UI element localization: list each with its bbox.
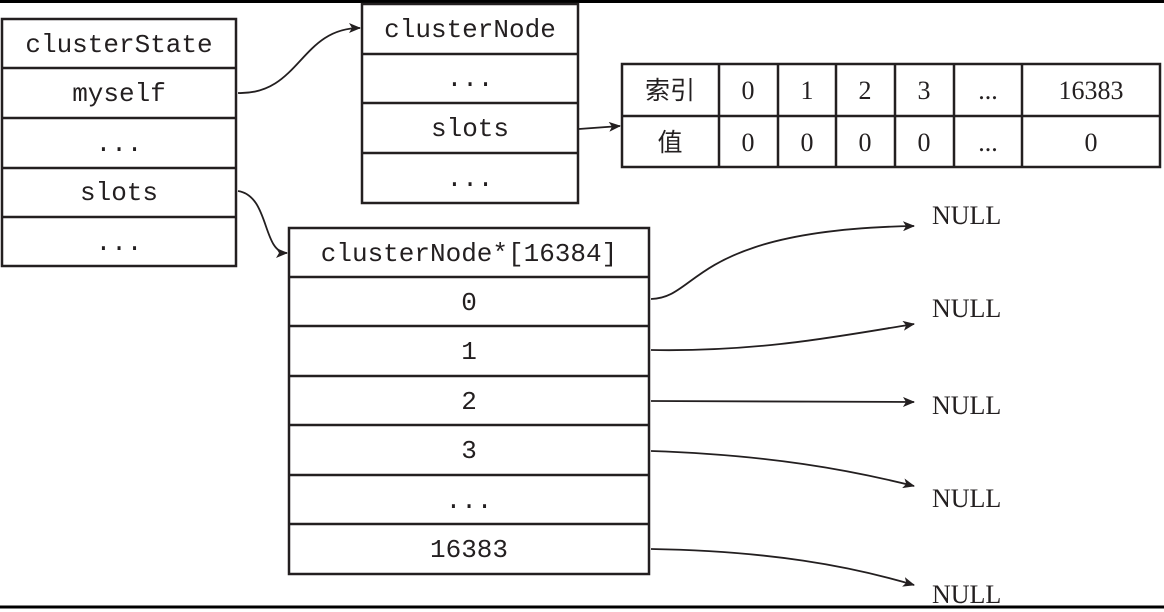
pointer-arrows [237, 23, 915, 587]
slots-pointer-array: clusterNode*[16384] 0 1 2 3 ... 16383 [287, 226, 651, 576]
cluster-state-field-ellipsis-2: ... [96, 228, 143, 258]
cluster-node-field-ellipsis: ... [447, 64, 494, 94]
null-label: NULL [932, 580, 1001, 609]
bitmap-value-cell: 0 [918, 128, 931, 157]
bitmap-value-cell: 0 [1085, 128, 1098, 157]
bitmap-index-cell: ... [978, 76, 998, 105]
slots-array-entry: 0 [461, 288, 477, 318]
cluster-node-field-slots: slots [431, 114, 509, 144]
null-label: NULL [932, 391, 1001, 420]
slots-array-entry: 1 [461, 337, 477, 367]
null-labels: NULL NULL NULL NULL NULL [932, 201, 1001, 609]
slots-array-entry: 3 [461, 436, 477, 466]
bitmap-index-header: 索引 [645, 76, 695, 105]
null-label: NULL [932, 294, 1001, 323]
slot-1-null-arrow [650, 320, 915, 352]
bitmap-value-cell: 0 [742, 128, 755, 157]
bitmap-index-cell: 0 [742, 76, 755, 105]
cluster-state-field-ellipsis: ... [96, 129, 143, 159]
bitmap-index-cell: 16383 [1059, 76, 1124, 105]
cluster-node-title: clusterNode [384, 15, 556, 45]
slots-array-entry: 16383 [430, 535, 508, 565]
bitmap-index-cell: 2 [859, 76, 872, 105]
slot-0-null-arrow [650, 221, 915, 300]
slot-3-null-arrow [650, 450, 915, 489]
state-slots-to-array-arrow [237, 190, 288, 258]
slots-array-title: clusterNode*[16384] [321, 239, 617, 269]
myself-to-cluster-node-arrow [237, 23, 361, 94]
slot-2-null-arrow [650, 396, 915, 407]
bitmap-value-header: 值 [657, 128, 682, 157]
cluster-state-field-slots: slots [80, 178, 158, 208]
null-label: NULL [932, 201, 1001, 230]
slots-array-entry: 2 [461, 387, 477, 417]
slot-bitmap-table: 索引 值 0 1 2 3 ... 16383 0 0 0 0 ... 0 [620, 62, 1162, 169]
cluster-state-field-myself: myself [72, 79, 166, 109]
cluster-state-struct: clusterState myself ... slots ... [0, 17, 238, 268]
cluster-node-field-ellipsis-2: ... [447, 164, 494, 194]
slot-16383-null-arrow [650, 548, 915, 587]
bitmap-value-cell: 0 [859, 128, 872, 157]
bitmap-value-cell: ... [978, 128, 998, 157]
bitmap-value-cell: 0 [801, 128, 814, 157]
bitmap-index-cell: 3 [918, 76, 931, 105]
null-label: NULL [932, 484, 1001, 513]
node-slots-to-bitmap-arrow [578, 121, 621, 132]
cluster-state-title: clusterState [25, 30, 212, 60]
slots-array-entry: ... [446, 486, 493, 516]
bitmap-index-cell: 1 [801, 76, 814, 105]
cluster-node-struct: clusterNode ... slots ... [360, 2, 580, 205]
